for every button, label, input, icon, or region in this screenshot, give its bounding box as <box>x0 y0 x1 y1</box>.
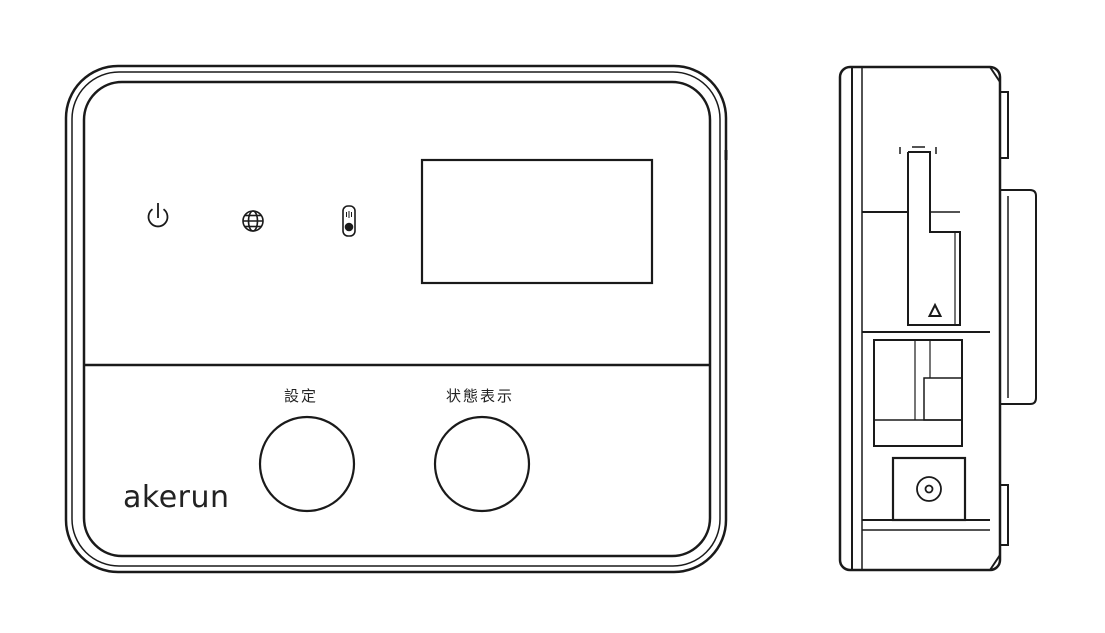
side-outer-shell <box>838 65 1002 572</box>
side-view <box>838 65 1037 572</box>
status-button-label: 状態表示 <box>446 387 515 405</box>
latch-tongue <box>907 151 961 326</box>
dc-jack-icon <box>916 476 942 502</box>
settings-button-label: 設定 <box>284 387 319 405</box>
front-panel <box>82 80 712 558</box>
front-view <box>64 64 728 574</box>
globe-icon <box>242 210 264 232</box>
card-reader-icon <box>342 205 356 237</box>
battery-block <box>923 377 963 421</box>
outer-casing <box>64 64 728 574</box>
casing-rim <box>71 71 721 567</box>
side-top-step <box>1000 91 1009 159</box>
power-icon <box>147 203 169 228</box>
brand-logo: akerun <box>123 480 230 515</box>
battery-compartment <box>873 339 963 447</box>
connector-housing <box>891 456 967 522</box>
side-top-bevel <box>989 66 1001 571</box>
settings-button[interactable] <box>258 415 356 513</box>
triangle-icon <box>927 302 943 317</box>
status-button[interactable] <box>433 415 531 513</box>
display-window <box>420 158 654 285</box>
mounting-plate <box>1000 189 1037 405</box>
side-bottom-step <box>1000 484 1009 546</box>
